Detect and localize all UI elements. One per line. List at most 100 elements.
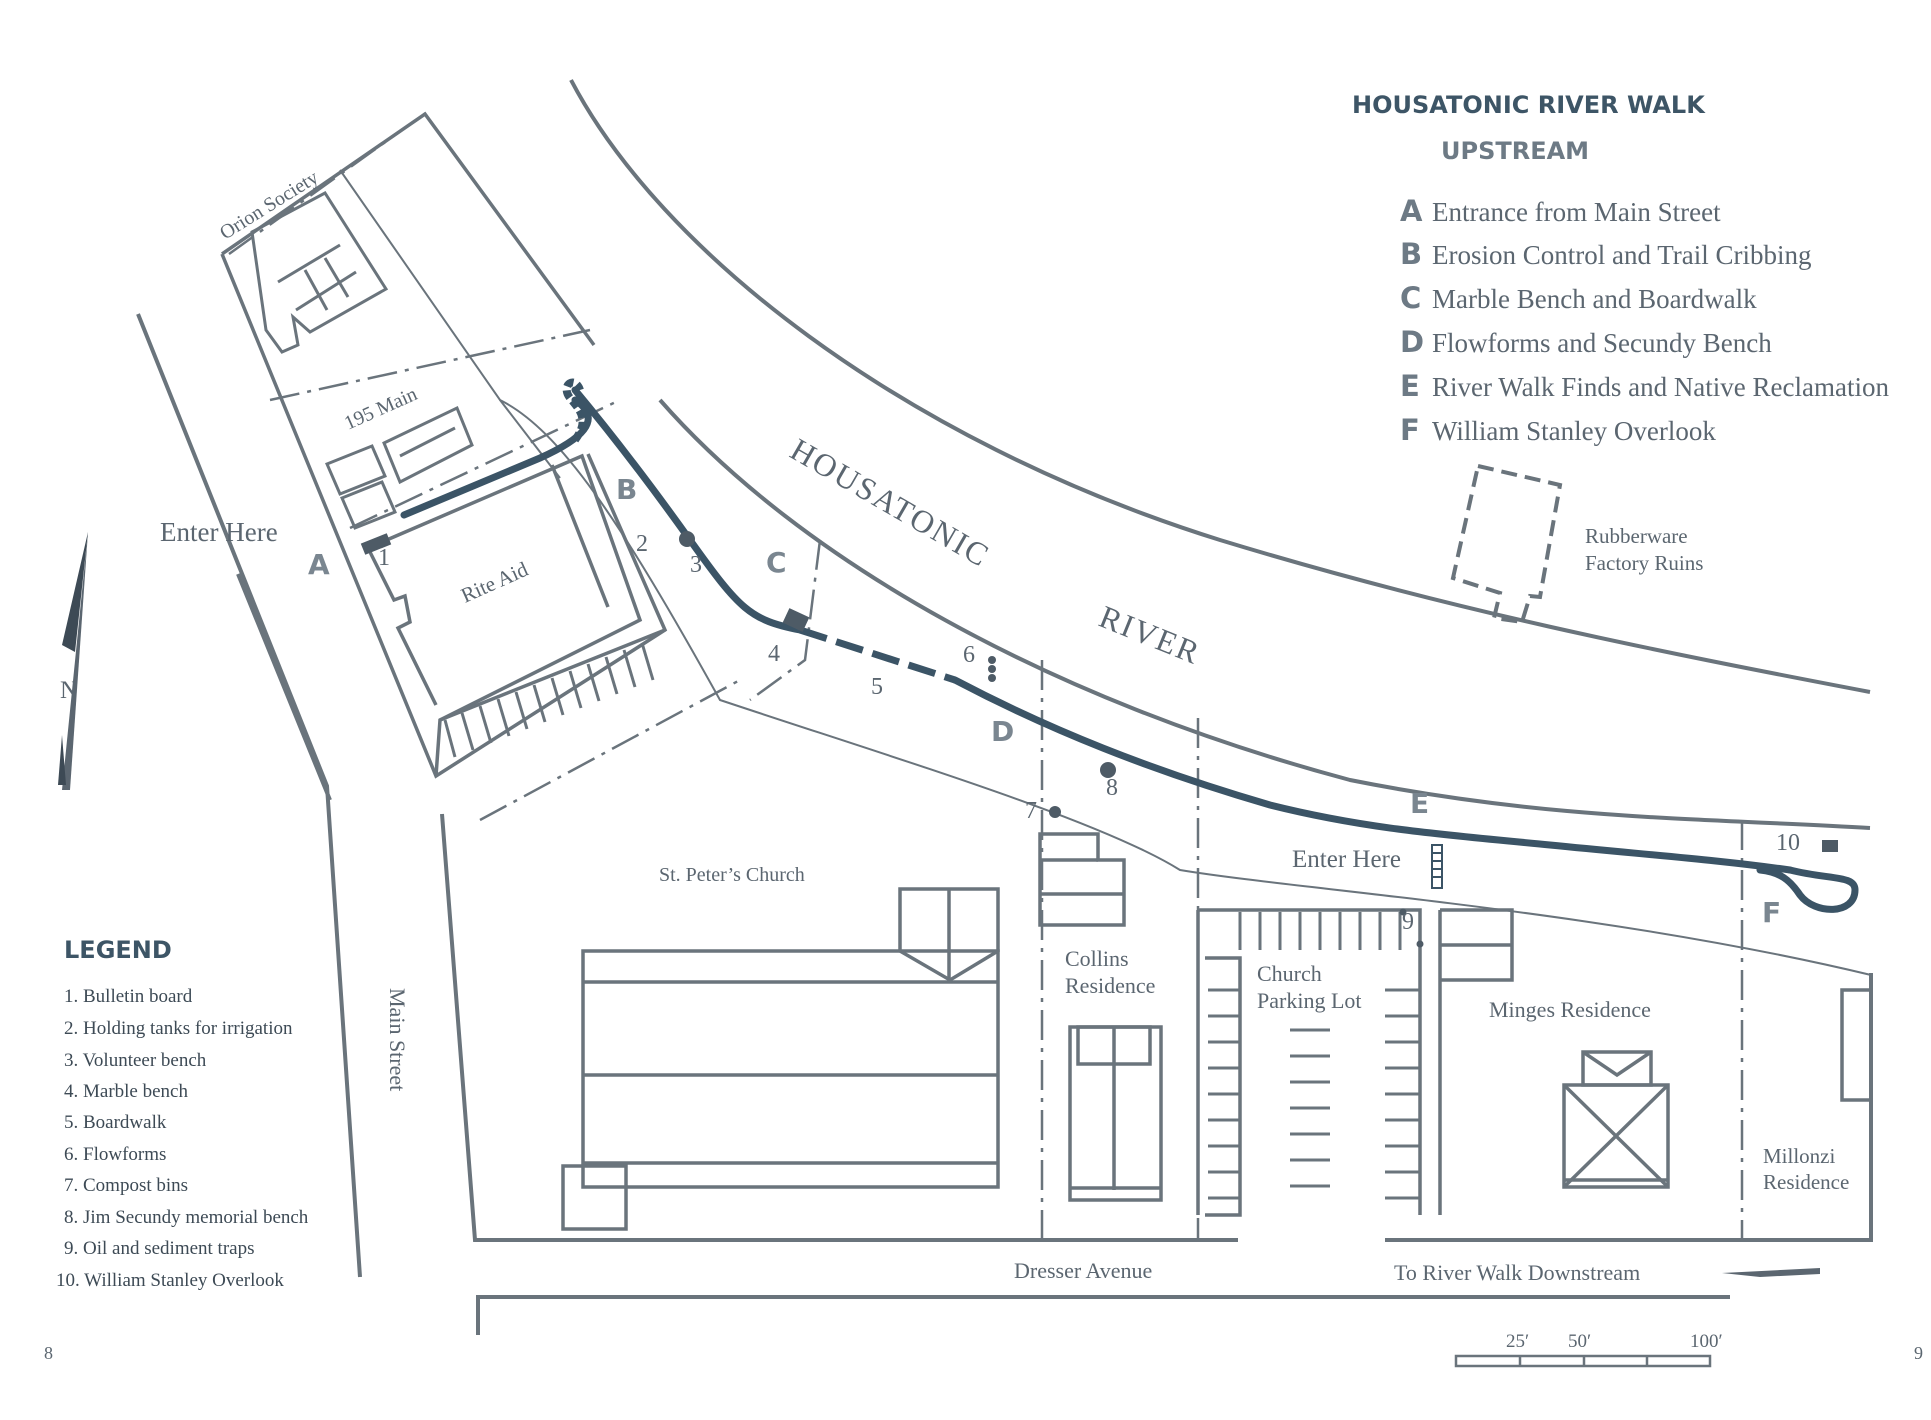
- map-number-8: 8: [1106, 775, 1118, 801]
- stop-label-f: William Stanley Overlook: [1432, 416, 1716, 446]
- legend-item: 3. Volunteer bench: [64, 1050, 207, 1071]
- site-markers: [360, 531, 1838, 948]
- orion-society-label: Orion Society: [216, 166, 322, 244]
- stop-letter-d: D: [1400, 325, 1424, 359]
- stop-letter-a: A: [1400, 194, 1423, 228]
- legend-item: 9. Oil and sediment traps: [64, 1238, 255, 1259]
- map-subtitle: UPSTREAM: [1441, 137, 1589, 165]
- church-lot-stalls: [1208, 912, 1420, 1200]
- scale-label-25: 25′: [1506, 1331, 1529, 1352]
- map-number-5: 5: [871, 674, 883, 700]
- bulletin-board-marker: [360, 533, 392, 555]
- compost-bins-marker: [1049, 806, 1061, 818]
- church-parking-lot: [1196, 908, 1514, 1217]
- trail: [400, 386, 1859, 913]
- legend-item: 1. Bulletin board: [64, 986, 193, 1007]
- stops-list: A Entrance from Main Street B Erosion Co…: [1400, 194, 1889, 447]
- overlook-marker: [1822, 840, 1838, 852]
- map-number-6: 6: [963, 642, 975, 668]
- river-label-river: RIVER: [1094, 598, 1206, 671]
- legend-item: 7. Compost bins: [64, 1175, 188, 1196]
- stop-label-a: Entrance from Main Street: [1432, 197, 1721, 227]
- collins-label-2: Residence: [1065, 973, 1155, 998]
- legend-item: 6. Flowforms: [64, 1144, 166, 1165]
- legend-item: 8. Jim Secundy memorial bench: [64, 1207, 309, 1228]
- collins-residence: [1038, 832, 1163, 1202]
- page-number-right: 9: [1914, 1343, 1923, 1363]
- volunteer-bench-marker: [679, 531, 695, 547]
- map-title: HOUSATONIC RIVER WALK: [1352, 91, 1706, 119]
- enter-here-dresser-label: Enter Here: [1292, 846, 1401, 873]
- river-banks: [569, 79, 1871, 830]
- downstream-arrow-icon: [1722, 1268, 1820, 1277]
- flowform-marker-3: [988, 674, 996, 682]
- stop-letter-e: E: [1400, 369, 1420, 403]
- map-letter-b: B: [616, 473, 637, 506]
- flowform-marker-2: [988, 665, 996, 673]
- page-number-left: 8: [44, 1343, 53, 1363]
- scale-label-100: 100′: [1690, 1331, 1723, 1352]
- millonzi-label-2: Residence: [1763, 1170, 1849, 1194]
- marble-bench-marker: [782, 608, 810, 632]
- map-number-1: 1: [378, 545, 390, 571]
- rite-aid-label: Rite Aid: [457, 557, 532, 608]
- map-number-7: 7: [1025, 798, 1037, 824]
- main-street-label: Main Street: [385, 988, 410, 1091]
- north-label: N: [60, 677, 78, 704]
- map-number-4: 4: [768, 641, 780, 667]
- map-letter-c: C: [766, 546, 787, 579]
- river-label-housatonic: HOUSATONIC: [785, 431, 997, 574]
- church-lot-label-1: Church: [1257, 961, 1322, 986]
- enter-here-gate: [1431, 844, 1443, 889]
- minges-residence: [1562, 1050, 1670, 1189]
- legend-item: 4. Marble bench: [64, 1081, 188, 1102]
- stop-label-d: Flowforms and Secundy Bench: [1432, 328, 1772, 358]
- stop-letter-c: C: [1400, 281, 1421, 315]
- flowform-marker-1: [988, 656, 996, 664]
- stop-letter-b: B: [1400, 237, 1422, 271]
- streets: [136, 313, 1873, 1335]
- scale-labels: 25′ 50′ 100′: [1506, 1331, 1723, 1352]
- st-peters-church: [561, 887, 1000, 1231]
- millonzi-residence: [1840, 988, 1873, 1102]
- legend-list: 1. Bulletin board 2. Holding tanks for i…: [56, 986, 309, 1291]
- collins-label-1: Collins: [1065, 946, 1129, 971]
- rubberware-label-2: Factory Ruins: [1585, 551, 1703, 575]
- map-numbers: 1 2 3 4 5 6 7 8 9 10: [378, 531, 1800, 935]
- map-letter-d: D: [991, 715, 1014, 748]
- st-peters-label: St. Peter’s Church: [659, 864, 805, 886]
- legend-item: 2. Holding tanks for irrigation: [64, 1018, 293, 1039]
- scale-bar: [1454, 1354, 1712, 1368]
- map-number-10: 10: [1776, 830, 1800, 856]
- legend-item: 10. William Stanley Overlook: [56, 1270, 284, 1291]
- rubberware-ruins: [1450, 463, 1563, 625]
- north-arrow: [58, 532, 88, 790]
- secundy-bench-marker: [1100, 762, 1116, 778]
- property-lines: [228, 108, 1744, 1240]
- millonzi-label-1: Millonzi: [1763, 1144, 1835, 1168]
- rubberware-label-1: Rubberware: [1585, 524, 1688, 548]
- map-letter-a: A: [308, 548, 330, 581]
- minges-label: Minges Residence: [1489, 997, 1651, 1022]
- orion-society-building: [250, 191, 389, 354]
- map-number-3: 3: [690, 552, 702, 578]
- legend-item: 5. Boardwalk: [64, 1112, 167, 1133]
- scale-label-50: 50′: [1568, 1331, 1591, 1352]
- enter-here-main-label: Enter Here: [160, 517, 278, 547]
- legend-title: LEGEND: [64, 936, 172, 964]
- map-letter-f: F: [1762, 896, 1781, 929]
- stop-letter-f: F: [1400, 413, 1420, 447]
- dresser-avenue-label: Dresser Avenue: [1014, 1258, 1152, 1283]
- boardwalk-dashed: [798, 626, 957, 684]
- stop-label-b: Erosion Control and Trail Cribbing: [1432, 240, 1812, 270]
- trail-start-dashes: [562, 378, 587, 443]
- stop-label-c: Marble Bench and Boardwalk: [1432, 284, 1757, 314]
- oil-trap-marker-2: [1416, 940, 1424, 948]
- main195-buildings: [325, 405, 474, 530]
- downstream-label: To River Walk Downstream: [1394, 1260, 1640, 1285]
- map-number-9: 9: [1402, 909, 1414, 935]
- map-stop-letters: A B C D E F: [308, 473, 1781, 929]
- oil-trap-marker-1: [1399, 908, 1407, 916]
- main195-label: 195 Main: [341, 383, 420, 435]
